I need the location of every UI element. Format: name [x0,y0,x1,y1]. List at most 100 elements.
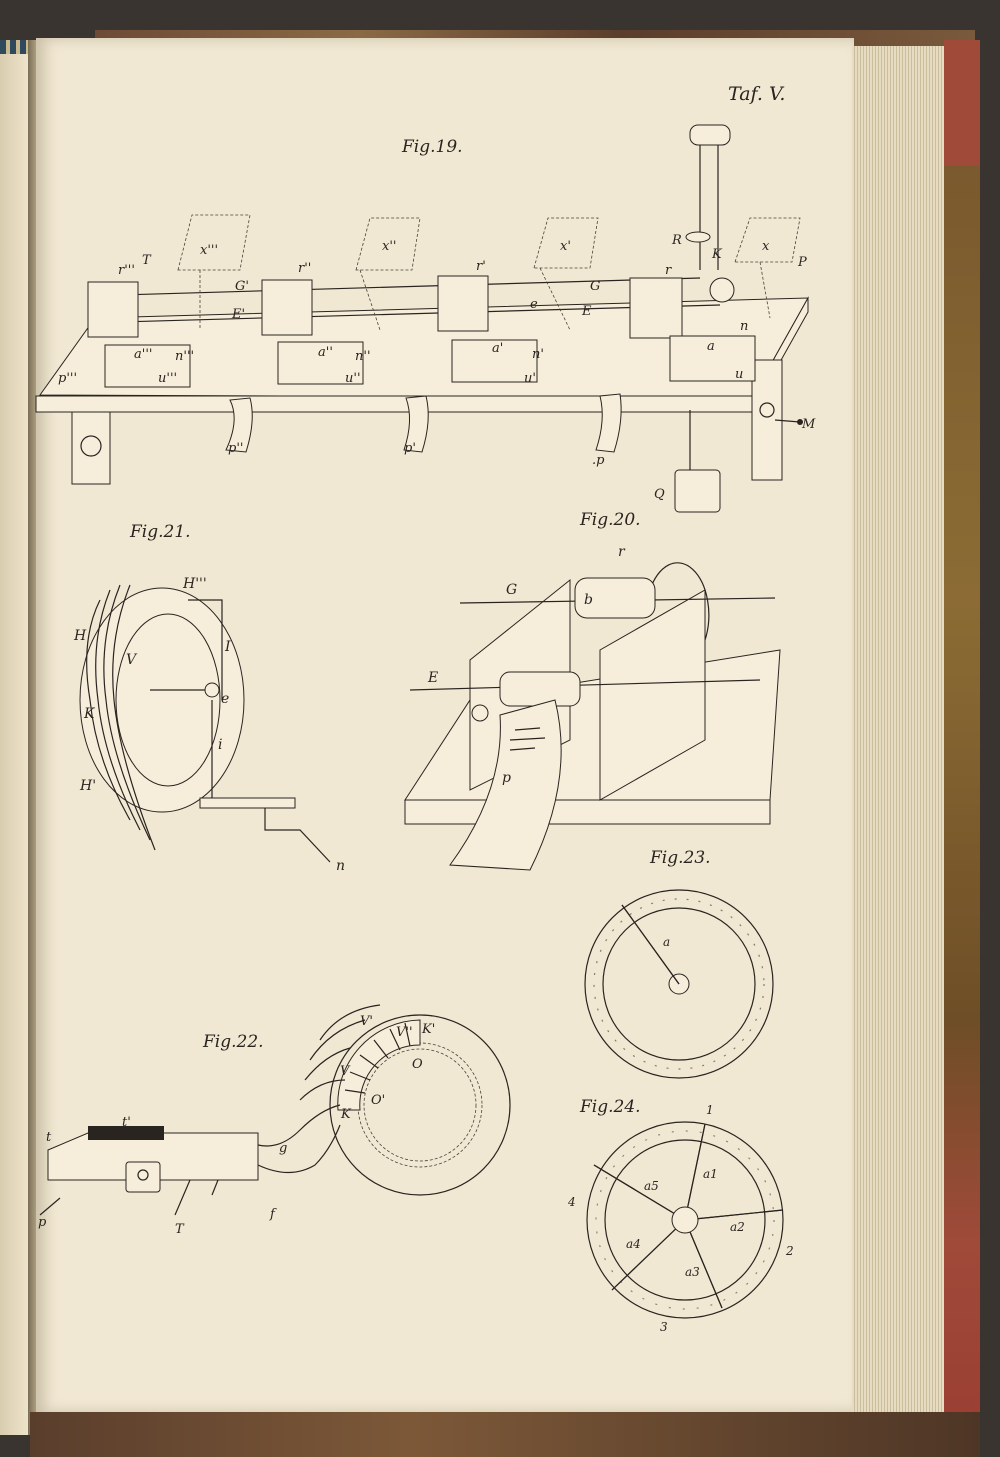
fig23-title: Fig.23. [649,848,711,868]
label-fig19-n2: n'' [355,349,371,364]
book-cover-side [944,40,980,1440]
label-fig19-x: x [762,239,770,254]
label-fig19-x1: x' [560,239,571,254]
label-fig19-r3: r''' [118,263,135,278]
label-fig19-G1: G' [235,279,249,294]
label-fig21-H3: H''' [182,576,207,592]
label-fig20-b: b [584,592,593,608]
crank-handle [797,419,803,425]
label-fig19-u: u [735,367,743,382]
label-fig21-i: i [218,737,222,753]
fig22-labels: V'' V' V K' O O' K t' t g f T p [38,1014,435,1237]
label-fig22-O: O [412,1057,423,1072]
label-fig19-u2: u'' [345,371,361,386]
plate-title: Taf. V. [728,83,785,105]
label-fig19-n1: n' [532,347,544,362]
label-fig19-p: .p [592,453,605,468]
book-cover-bottom [30,1412,980,1457]
label-fig19-r: r [665,263,672,278]
label-fig21-e: e [221,691,229,707]
label-fig19-r1: r' [476,259,486,274]
label-fig24-a3: a3 [685,1265,700,1279]
label-fig22-p: p [38,1215,47,1230]
fig19-leg-left [71,411,111,485]
label-fig22-V: V [340,1064,351,1079]
label-fig21-n: n [336,858,345,874]
fig24-ring-inner [604,1139,766,1301]
fig21-labels: H''' H I V K e i H' n [73,576,345,874]
label-fig19-r2: r'' [298,261,311,276]
label-fig22-T: T [175,1222,185,1237]
label-fig22-t: t [46,1130,52,1145]
fig24-ring-outer [586,1121,784,1319]
fig21-wheel-inner [115,613,221,787]
label-fig20-p: p [502,770,511,786]
label-fig19-p1: p' [404,441,416,456]
page-fore-edge [852,46,944,1418]
fig20-title: Fig.20. [579,510,641,530]
fig19-diagram: Fig.19. [35,124,809,513]
fig24-diagram: Fig.24. [579,1097,784,1319]
label-fig21-V: V [126,652,138,668]
label-fig24-a5: a5 [644,1179,659,1193]
label-fig20-E: E [427,670,438,686]
label-fig22-V1: V' [360,1014,373,1029]
fig20-diagram: Fig.20. [404,510,781,871]
fig24-labels: 1 2 3 4 a1 a2 a3 a4 a5 [567,1103,794,1334]
label-fig23-a: a [663,935,670,949]
label-fig19-G: G [590,279,600,294]
fig19-keyboards [177,214,801,331]
fig20-base [404,799,771,825]
fig19-table-front [35,395,753,413]
label-fig19-x2: x'' [382,239,396,254]
label-fig19-e: e [530,297,538,312]
label-fig19-a3: a''' [134,347,152,362]
label-fig19-p3: p''' [58,371,77,386]
label-fig19-n: n [740,319,748,334]
label-fig24-2: 2 [785,1244,794,1258]
label-fig19-E1: E' [231,307,245,322]
label-fig19-Q: Q [654,487,665,502]
label-fig22-V2: V'' [396,1025,413,1040]
label-fig19-a1: a' [492,341,503,356]
fig20-labels: r G b E p [427,544,626,786]
label-fig19-u1: u' [524,371,536,386]
fig23-ring-inner [602,907,756,1061]
label-fig22-t1: t' [122,1115,131,1130]
label-fig24-4: 4 [567,1195,576,1209]
label-fig22-K: K [340,1107,352,1122]
label-fig24-a4: a4 [626,1237,641,1251]
label-fig24-1: 1 [706,1103,714,1117]
fig22-contact-segment [337,1019,421,1111]
label-fig19-a2: a'' [318,345,333,360]
label-fig21-H1: H' [79,778,96,794]
label-fig22-O1: O' [371,1093,385,1108]
label-fig21-I: I [224,639,231,655]
label-fig19-R: R [671,233,682,248]
label-fig21-H: H [73,628,87,644]
label-fig19-K: K [711,247,723,262]
label-fig24-a1: a1 [703,1167,718,1181]
label-fig19-p2: p'' [228,441,243,456]
fig19-labels: T r''' r'' r' r x''' x'' x' x R K P G' E… [58,233,816,502]
fig23-ring-outer [584,889,774,1079]
fig22-ring-outer [329,1014,511,1196]
fig20-roller [574,577,656,619]
fig24-title: Fig.24. [579,1097,641,1117]
label-fig20-G: G [506,582,517,598]
label-fig19-T: T [142,253,152,268]
fig22-transmitter-block [47,1132,259,1181]
fig19-title: Fig.19. [401,137,463,157]
label-fig22-g: g [279,1141,287,1156]
label-fig19-M: M [801,417,816,432]
label-fig19-P: P [797,255,807,270]
label-fig20-r: r [618,544,626,560]
fig22-diagram: Fig.22. [39,1004,511,1216]
label-fig19-n3: n''' [175,349,194,364]
fig19-units [87,275,756,388]
label-fig19-u3: u''' [158,371,177,386]
fig20-paper-strip [449,699,562,871]
label-fig24-3: 3 [660,1320,668,1334]
left-page-edge [0,40,31,1435]
